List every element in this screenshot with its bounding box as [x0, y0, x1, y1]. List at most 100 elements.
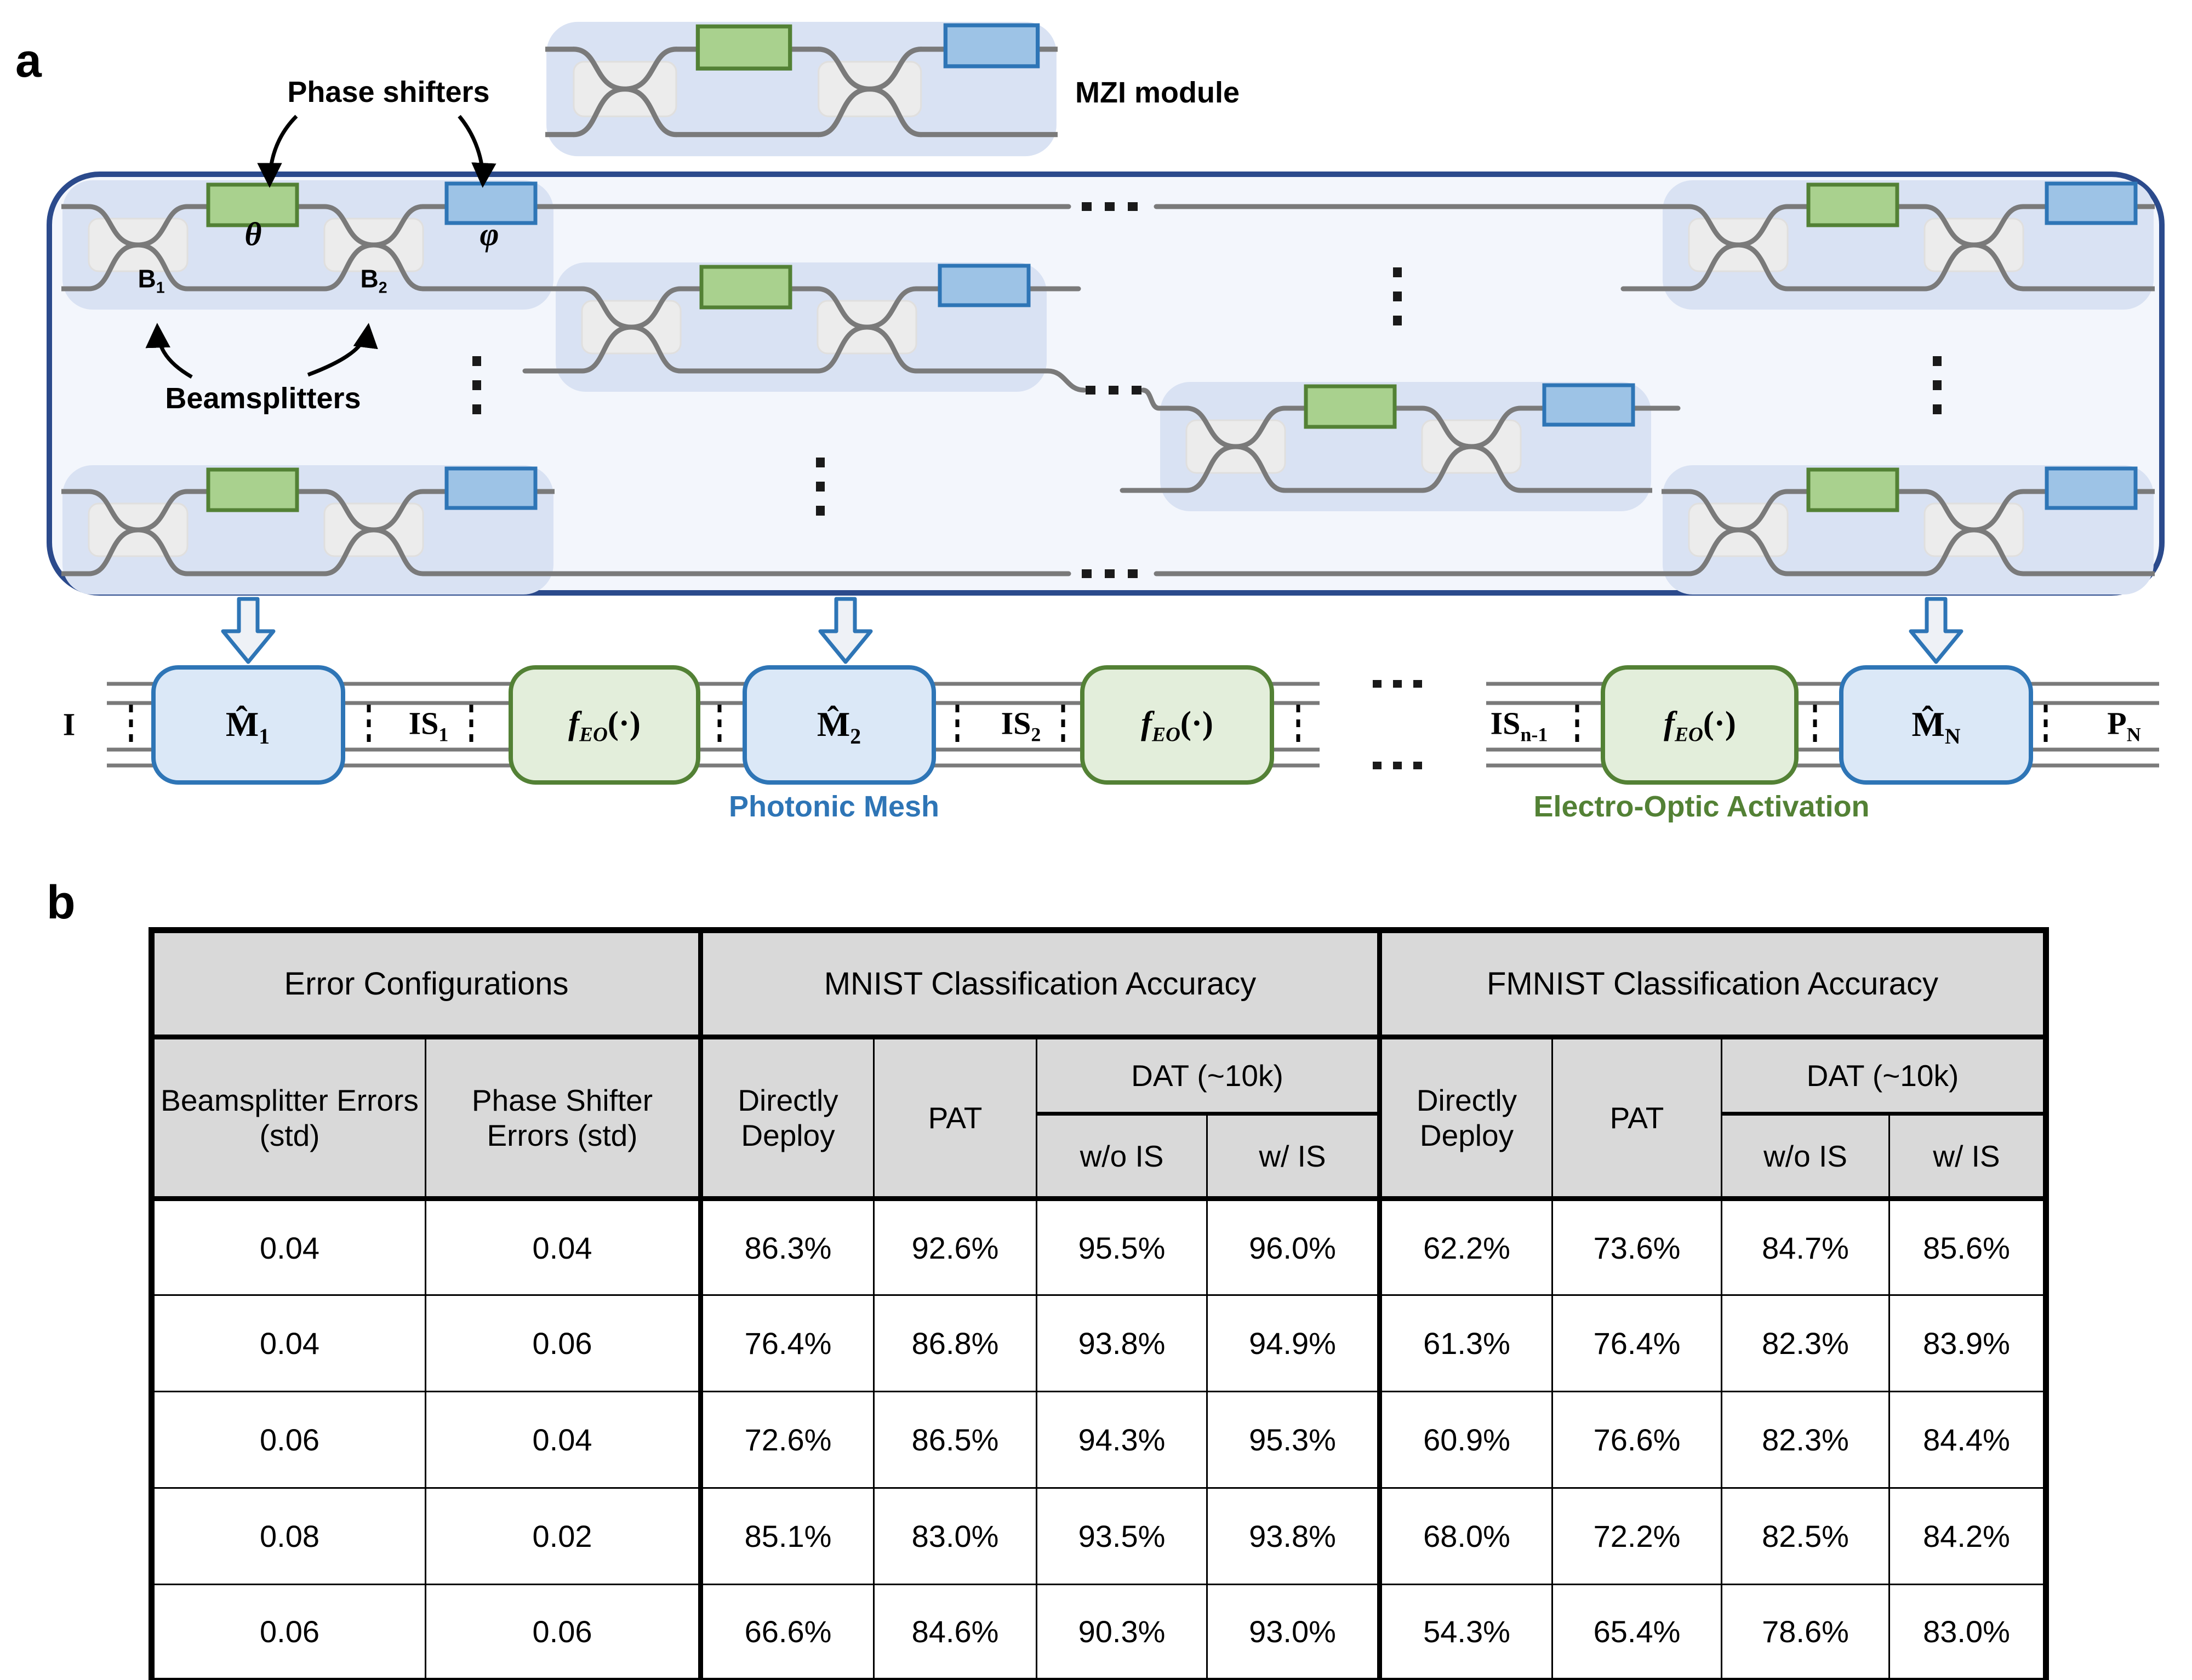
table-cell: 0.06	[425, 1584, 701, 1680]
table-cell: 83.0%	[1888, 1584, 2047, 1680]
table-subheader-row: w/o IS w/ IS w/o IS w/ IS	[152, 1113, 2047, 1201]
phi-label: φ	[480, 216, 499, 253]
table-cell: 82.3%	[1721, 1294, 1890, 1392]
col-header-wo-is: w/o IS	[1721, 1113, 1890, 1201]
hdots-icon	[1082, 202, 1141, 578]
photonic-mesh-diagram	[47, 0, 2165, 785]
down-arrows	[221, 597, 1963, 664]
mzi-module-c	[1159, 382, 1652, 511]
table-cell: 83.9%	[1888, 1294, 2047, 1392]
b1-label: B1	[138, 264, 165, 297]
table-cell: 82.3%	[1721, 1391, 1890, 1489]
table-cell: 95.5%	[1036, 1198, 1208, 1296]
table-cell: 93.5%	[1036, 1487, 1208, 1585]
pn-label: PN	[2107, 705, 2141, 746]
table-cell: 83.0%	[873, 1487, 1037, 1585]
annotation-arrows	[145, 115, 496, 379]
mesh-connectors	[522, 204, 1681, 576]
col-header-dat: DAT (~10k)	[1036, 1036, 1380, 1116]
electro-optic-caption: Electro-Optic Activation	[1533, 790, 1870, 823]
col-header-directly-deploy: Directly Deploy	[1377, 1036, 1553, 1201]
flow-hdots-icon	[1373, 680, 1422, 769]
down-arrow-icon	[221, 597, 276, 664]
table-row: 0.04 0.06 76.4% 86.8% 93.8% 94.9% 61.3% …	[151, 1294, 2047, 1392]
table-cell: 0.08	[151, 1487, 426, 1585]
beamsplitter-arrow-right-icon	[307, 323, 378, 377]
mzi-module-f	[1662, 465, 2155, 595]
table-cell: 0.04	[425, 1198, 701, 1296]
is1-label: IS1	[408, 705, 449, 746]
table-group-header-row: Error Configurations MNIST Classificatio…	[151, 929, 2047, 1039]
panel-b-label: b	[47, 876, 76, 929]
table-cell: 96.0%	[1206, 1198, 1380, 1296]
group-header-error: Error Configurations	[151, 929, 701, 1039]
table-cell: 72.6%	[698, 1391, 875, 1489]
mzi-module-e	[61, 465, 555, 595]
flow-separators	[129, 705, 2048, 747]
table-cell: 94.9%	[1206, 1294, 1380, 1392]
table-cell: 85.1%	[698, 1487, 875, 1585]
mesh-box-m2	[743, 665, 936, 785]
table-cell: 0.06	[151, 1584, 426, 1680]
table-cell: 92.6%	[873, 1198, 1037, 1296]
m1-label: M̂1	[225, 705, 270, 748]
table-row: 0.08 0.02 85.1% 83.0% 93.5% 93.8% 68.0% …	[151, 1487, 2047, 1585]
col-header-pat: PAT	[873, 1036, 1037, 1201]
mesh-box-m1	[151, 665, 345, 785]
mzi-module-d	[1662, 180, 2155, 310]
feo2-label: fEO(·)	[1141, 705, 1213, 746]
phase-shifter-arrow-right-icon	[458, 115, 496, 188]
mesh-box-mn	[1839, 665, 2033, 785]
table-cell: 84.6%	[873, 1584, 1037, 1680]
input-label: I	[62, 706, 76, 742]
down-arrow-icon	[1909, 597, 1963, 664]
col-header-w-is: w/ IS	[1888, 1113, 2047, 1201]
col-header-pat: PAT	[1551, 1036, 1722, 1201]
table-cell: 61.3%	[1377, 1294, 1553, 1392]
activation-box-1	[509, 665, 700, 785]
table-cell: 0.04	[425, 1391, 701, 1489]
table-cell: 0.04	[151, 1198, 426, 1296]
table-row: 0.06 0.06 66.6% 84.6% 90.3% 93.0% 54.3% …	[151, 1584, 2047, 1680]
table-cell: 82.5%	[1721, 1487, 1890, 1585]
table-row: 0.04 0.04 86.3% 92.6% 95.5% 96.0% 62.2% …	[151, 1198, 2047, 1296]
vdots-icon	[472, 267, 1942, 516]
is2-label: IS2	[1001, 705, 1041, 746]
col-header-directly-deploy: Directly Deploy	[698, 1036, 875, 1201]
phase-shifters-label: Phase shifters	[287, 76, 490, 108]
beamsplitter-arrow-left-icon	[145, 323, 193, 379]
col-header-w-is: w/ IS	[1206, 1113, 1380, 1201]
group-header-mnist: MNIST Classification Accuracy	[698, 929, 1380, 1039]
table-cell: 95.3%	[1206, 1391, 1380, 1489]
activation-box-2	[1080, 665, 1274, 785]
panel-a-label: a	[15, 35, 42, 87]
table-cell: 62.2%	[1377, 1198, 1553, 1296]
table-cell: 66.6%	[698, 1584, 875, 1680]
table-cell: 76.4%	[698, 1294, 875, 1392]
m2-label: M̂2	[817, 705, 861, 748]
b2-label: B2	[360, 264, 387, 297]
group-header-fmnist: FMNIST Classification Accuracy	[1377, 929, 2047, 1039]
table-cell: 84.7%	[1721, 1198, 1890, 1296]
table-header-row: Beamsplitter Errors (std) Phase Shifter …	[151, 1036, 2047, 1201]
table-row: 0.06 0.04 72.6% 86.5% 94.3% 95.3% 60.9% …	[151, 1391, 2047, 1489]
mzi-module-standalone	[545, 22, 1058, 156]
table-cell: 78.6%	[1721, 1584, 1890, 1680]
mzi-module-label: MZI module	[1075, 76, 1240, 109]
table-cell: 76.6%	[1551, 1391, 1722, 1489]
table-cell: 65.4%	[1551, 1584, 1722, 1680]
table-cell: 86.8%	[873, 1294, 1037, 1392]
col-header-phase-shifter: Phase Shifter Errors (std)	[425, 1036, 701, 1201]
down-arrow-icon	[818, 597, 873, 664]
table-cell: 93.8%	[1036, 1294, 1208, 1392]
table-cell: 93.0%	[1206, 1584, 1380, 1680]
table-cell: 85.6%	[1888, 1198, 2047, 1296]
beamsplitters-label: Beamsplitters	[165, 382, 361, 415]
table-cell: 0.02	[425, 1487, 701, 1585]
table-cell: 60.9%	[1377, 1391, 1553, 1489]
table-cell: 86.5%	[873, 1391, 1037, 1489]
table-cell: 73.6%	[1551, 1198, 1722, 1296]
flow-boxes	[151, 665, 2033, 785]
table-cell: 84.2%	[1888, 1487, 2047, 1585]
